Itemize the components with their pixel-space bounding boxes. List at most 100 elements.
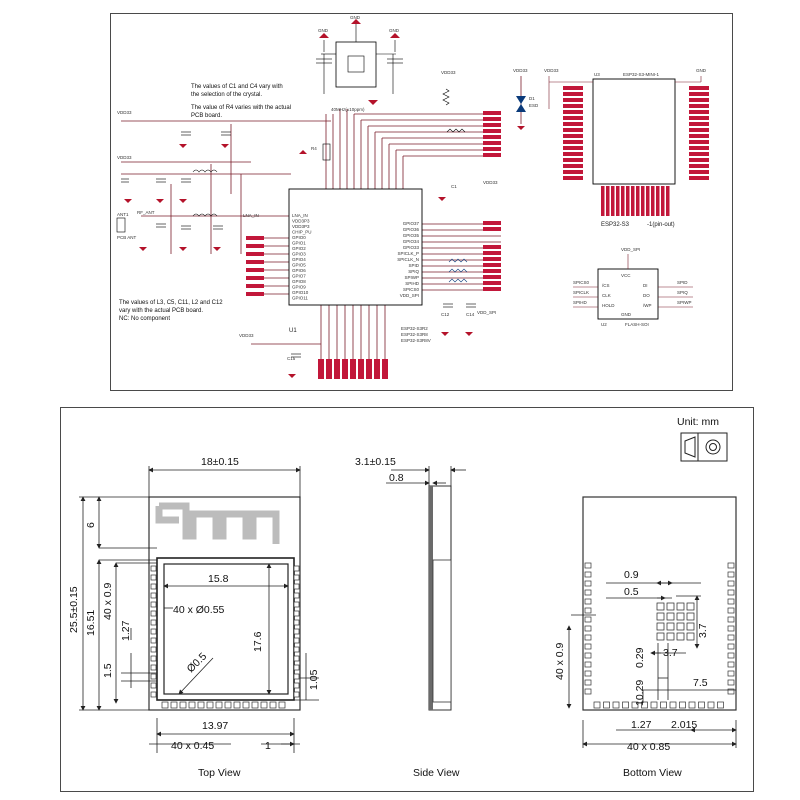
svg-text:DO: DO: [643, 293, 650, 298]
dim-height: 25.5±0.15: [68, 586, 80, 633]
thermal-pad: [676, 632, 685, 641]
castellated-pad: [150, 673, 157, 680]
castellated-pad: [150, 583, 157, 590]
bottom-pad: [584, 580, 592, 587]
svg-text:HOLD: HOLD: [602, 303, 615, 308]
dim-bot-bottom-pads: 40 x 0.85: [627, 741, 670, 753]
net-label: [689, 122, 709, 126]
dim-thickness: 3.1±0.15: [355, 456, 396, 468]
ic-pin-label: GPIO7: [292, 274, 306, 279]
bottom-pad: [727, 625, 735, 632]
castellated-pad: [170, 701, 178, 709]
net-label: [689, 116, 709, 120]
svg-text:U2: U2: [601, 322, 607, 327]
bottom-pad: [584, 571, 592, 578]
bottom-pad: [584, 607, 592, 614]
castellated-pad: [150, 610, 157, 617]
svg-text:SPICS0: SPICS0: [573, 280, 590, 285]
net-label: [563, 164, 583, 168]
svg-text:GND: GND: [389, 28, 400, 33]
net-label: [661, 186, 665, 216]
dim-bot-75: 7.5: [693, 677, 708, 689]
thermal-pad: [676, 612, 685, 621]
castellated-pad: [293, 592, 300, 599]
castellated-pad: [206, 701, 214, 709]
thermal-pad: [656, 622, 665, 631]
castellated-pad: [150, 574, 157, 581]
castellated-pad: [293, 646, 300, 653]
vdd33-label-2: VDD33: [117, 155, 132, 160]
dim-bot-029: 0.29: [634, 647, 646, 668]
bottom-pad: [584, 634, 592, 641]
thermal-pad: [656, 632, 665, 641]
castellated-pad: [233, 701, 241, 709]
bottom-pad: [584, 598, 592, 605]
castellated-pad: [293, 691, 300, 698]
bottom-pad: [727, 589, 735, 596]
bottom-pad: [631, 701, 639, 709]
dim-bot-pitch: 1.27: [631, 719, 652, 731]
net-label: [563, 122, 583, 126]
top-view-label: Top View: [198, 767, 241, 779]
svg-text:VDD33: VDD33: [544, 68, 559, 73]
svg-text:U3: U3: [594, 72, 600, 77]
dim-pad-offset: 1.5: [102, 663, 114, 678]
net-label: [641, 186, 645, 216]
bottom-view: [582, 496, 737, 711]
castellated-pad: [161, 701, 169, 709]
svg-text:SPICLK: SPICLK: [573, 290, 589, 295]
net-label: [689, 98, 709, 102]
bottom-pad: [584, 652, 592, 659]
svg-text:/WP: /WP: [643, 303, 652, 308]
ic-pin-label: GPIO36: [403, 227, 420, 232]
svg-text:C1: C1: [451, 184, 457, 189]
ic-pin-label: VDD3P3: [292, 224, 310, 229]
castellated-pad: [269, 701, 277, 709]
thermal-pad: [666, 612, 675, 621]
dim-bot-edge: 2.015: [671, 719, 697, 731]
ic-pin-label: GPIO9: [292, 285, 306, 290]
ic-pin-label: SPICLK_P: [397, 251, 419, 256]
net-label: [666, 186, 670, 216]
bottom-pad: [584, 679, 592, 686]
vdd-spi-label-1: VDD_SPI: [477, 310, 496, 315]
net-label: [689, 92, 709, 96]
ant1-label: ANT1: [117, 212, 129, 217]
bottom-pad: [612, 701, 620, 709]
svg-text:CLK: CLK: [602, 293, 611, 298]
bottom-pad: [584, 670, 592, 677]
ic-pin-label: GPIO11: [292, 296, 308, 301]
net-label: [651, 186, 655, 216]
castellated-pad: [150, 592, 157, 599]
dim-width: 18±0.15: [201, 456, 239, 468]
ic-pin-label: GPIO37: [403, 221, 420, 226]
net-label: [563, 152, 583, 156]
bottom-pad: [641, 701, 648, 709]
net-label: [689, 164, 709, 168]
ic-pin-label: GPIO5: [292, 263, 306, 268]
dim-bot-37a: 3.7: [697, 623, 709, 638]
castellated-pad: [242, 701, 250, 709]
top-view: [148, 496, 301, 711]
bottom-pad: [669, 701, 677, 709]
c14-label: C14: [466, 312, 475, 317]
schematic-panel: 40MHz(±10ppm) GND GND GND The values of …: [110, 13, 733, 391]
r4-resistor: R4: [311, 143, 331, 161]
ic-pin-label: GPIO10: [292, 290, 309, 295]
bottom-pad: [707, 701, 715, 709]
pcb-antenna: ANT1 PCB ANT RF_ANT: [116, 210, 155, 240]
svg-text:GND: GND: [350, 15, 361, 20]
svg-text:SPIHD: SPIHD: [573, 300, 588, 305]
ic-pin-label: SPID: [408, 263, 419, 268]
ic-pin-label: GPIO3: [292, 252, 306, 257]
schematic-diagram: 40MHz(±10ppm) GND GND GND The values of …: [116, 15, 709, 379]
svg-text:ESP32-S3R8V: ESP32-S3R8V: [401, 338, 431, 343]
bottom-pad: [727, 643, 735, 650]
crystal-note-2: the selection of the crystal.: [191, 92, 262, 98]
bottom-pad: [727, 607, 735, 614]
net-label: [689, 158, 709, 162]
castellated-pad: [293, 574, 300, 581]
thermal-pad: [676, 602, 685, 611]
svg-text:GND: GND: [696, 68, 707, 73]
thermal-pad: [686, 622, 695, 631]
